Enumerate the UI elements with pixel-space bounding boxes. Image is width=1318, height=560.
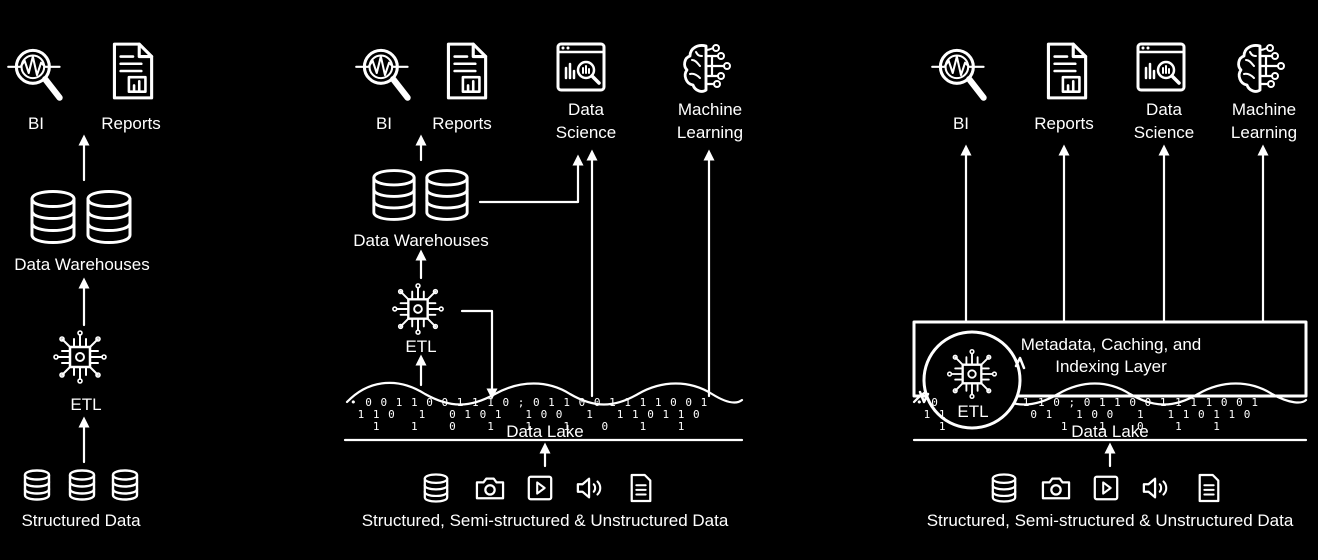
consumer-label-machine-learning: Learning <box>676 123 744 142</box>
report-document-icon <box>446 42 488 100</box>
source-label: Structured Data <box>21 511 141 530</box>
metadata-layer-label: Metadata, Caching, and <box>1020 335 1202 354</box>
consumer-label-data-science: Science <box>555 123 617 142</box>
database-icon <box>86 189 132 245</box>
data-lake-label: Data Lake <box>506 422 584 441</box>
source-label: Structured, Semi-structured & Unstructur… <box>926 511 1294 530</box>
database-icon <box>425 169 469 221</box>
metadata-layer-label: Indexing Layer <box>1055 357 1167 376</box>
data-lake-label: Data Lake <box>1071 422 1149 441</box>
data-lake-wave <box>345 381 744 406</box>
database-icon <box>991 473 1017 503</box>
consumer-label-machine-learning: Machine <box>1231 100 1297 119</box>
database-icon <box>423 473 449 503</box>
brain-network-icon <box>1237 43 1286 93</box>
arrow-etl-to-lake <box>460 309 498 400</box>
metadata-layer-box <box>912 320 1308 398</box>
consumer-label-machine-learning: Machine <box>677 100 743 119</box>
data-lake-binary-texture: • 0 1 1 0 ; 0 1 1 0 0 1 1 1 1 0 0 1 1 1 … <box>916 396 1260 433</box>
document-icon <box>630 473 652 503</box>
audio-speaker-icon <box>1142 477 1168 499</box>
analytics-magnifier-icon <box>932 50 983 97</box>
consumer-label-machine-learning: Learning <box>1230 123 1298 142</box>
etl-cycle-ring <box>922 330 1022 430</box>
architecture-3 <box>912 42 1308 503</box>
consumer-label-bi: BI <box>27 114 45 133</box>
database-icon <box>372 169 416 221</box>
consumer-label-data-science: Data <box>568 100 604 119</box>
database-icon <box>30 189 76 245</box>
video-play-icon <box>1093 475 1119 501</box>
consumer-label-reports: Reports <box>432 114 492 133</box>
analytics-magnifier-icon <box>356 50 407 97</box>
consumer-label-bi: BI <box>952 114 970 133</box>
camera-icon <box>1041 477 1071 500</box>
architecture-2 <box>343 42 744 503</box>
audio-speaker-icon <box>576 477 602 499</box>
arrow-warehouse-to-data-science <box>478 154 584 204</box>
consumer-label-bi: BI <box>375 114 393 133</box>
video-play-icon <box>527 475 553 501</box>
etl-label: ETL <box>405 337 437 356</box>
architecture-1 <box>8 42 154 501</box>
etl-chip-icon <box>52 329 108 385</box>
consumer-label-reports: Reports <box>101 114 161 133</box>
database-icon <box>111 469 139 501</box>
consumer-label-data-science: Science <box>1133 123 1195 142</box>
etl-chip-icon <box>391 282 445 336</box>
etl-cycle-arrow <box>1014 356 1026 370</box>
data-science-dashboard-icon <box>556 42 606 92</box>
database-icon <box>23 469 51 501</box>
brain-network-icon <box>683 43 732 93</box>
etl-cycle-arrow <box>918 390 930 404</box>
camera-icon <box>475 477 505 500</box>
etl-label: ETL <box>70 395 102 414</box>
source-label: Structured, Semi-structured & Unstructur… <box>361 511 729 530</box>
warehouse-label: Data Warehouses <box>353 231 489 250</box>
report-document-icon <box>1046 42 1088 100</box>
data-lake-binary-texture: • 0 0 1 1 0 0 1 1 1 0 ; 0 1 1 0 0 1 1 1 … <box>350 396 709 433</box>
etl-label: ETL <box>957 402 989 421</box>
consumer-label-reports: Reports <box>1034 114 1094 133</box>
document-icon <box>1198 473 1220 503</box>
consumer-label-data-science: Data <box>1146 100 1182 119</box>
warehouse-label: Data Warehouses <box>14 255 150 274</box>
report-document-icon <box>112 42 154 100</box>
data-science-dashboard-icon <box>1136 42 1186 92</box>
database-icon <box>68 469 96 501</box>
analytics-magnifier-icon <box>8 50 59 97</box>
